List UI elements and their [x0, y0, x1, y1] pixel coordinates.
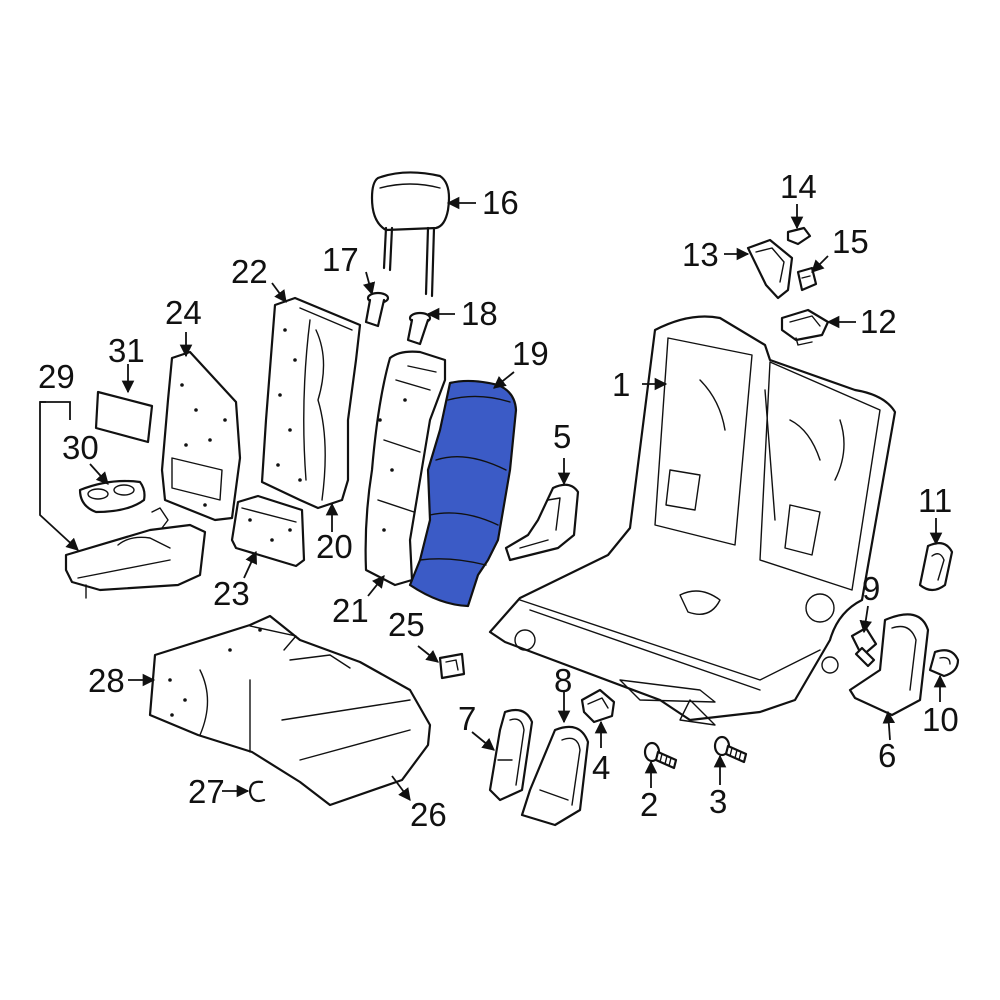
c-clip-part[interactable]: [248, 780, 266, 803]
hinge-bracket-part[interactable]: [504, 483, 580, 562]
side-cover-part[interactable]: [848, 613, 930, 717]
callout-17[interactable]: 17: [322, 241, 359, 278]
callout-28[interactable]: 28: [88, 662, 125, 699]
bolster-part[interactable]: [230, 494, 306, 568]
callout-16[interactable]: 16: [482, 184, 519, 221]
callout-23[interactable]: 23: [213, 575, 250, 612]
leader-lines: [39, 196, 947, 802]
headrest-guide-part-2[interactable]: [406, 311, 432, 346]
callout-1[interactable]: 1: [612, 366, 630, 403]
callout-18[interactable]: 18: [461, 295, 498, 332]
callout-6[interactable]: 6: [878, 737, 896, 774]
callout-5[interactable]: 5: [553, 418, 571, 455]
callout-9[interactable]: 9: [862, 570, 880, 607]
callout-30[interactable]: 30: [62, 429, 99, 466]
callout-7[interactable]: 7: [458, 700, 476, 737]
clip-part[interactable]: [580, 688, 616, 724]
trim-panel-part[interactable]: [94, 390, 154, 444]
callout-13[interactable]: 13: [682, 236, 719, 273]
callout-21[interactable]: 21: [332, 592, 369, 629]
latch-part[interactable]: [780, 308, 830, 346]
callout-22[interactable]: 22: [231, 253, 268, 290]
callout-4[interactable]: 4: [592, 749, 610, 786]
release-lever-part[interactable]: [850, 626, 878, 668]
callout-12[interactable]: 12: [860, 303, 897, 340]
callout-11[interactable]: 11: [918, 482, 952, 519]
callout-14[interactable]: 14: [780, 168, 817, 205]
retainer-clip-part[interactable]: [796, 266, 818, 292]
seat-cushion-part[interactable]: [148, 614, 432, 807]
armrest-part[interactable]: [64, 507, 207, 599]
hinge-cover-part[interactable]: [520, 725, 590, 827]
callout-24[interactable]: 24: [165, 294, 202, 331]
anchor-clip-part[interactable]: [438, 652, 466, 680]
foam-texture: [168, 328, 407, 717]
callout-31[interactable]: 31: [108, 332, 145, 369]
trim-cover-part[interactable]: [488, 708, 534, 802]
callout-20[interactable]: 20: [316, 528, 353, 565]
button-part[interactable]: [786, 226, 812, 246]
callout-29[interactable]: 29: [38, 358, 75, 395]
bolt-part-2[interactable]: [713, 735, 748, 764]
headrest-guide-part[interactable]: [364, 291, 390, 328]
callout-10[interactable]: 10: [922, 701, 959, 738]
cupholder-part[interactable]: [78, 479, 146, 514]
callout-25[interactable]: 25: [388, 606, 425, 643]
back-panel-part[interactable]: [160, 350, 242, 522]
bezel-part[interactable]: [746, 238, 794, 300]
cap-part[interactable]: [928, 649, 960, 678]
callout-3[interactable]: 3: [709, 783, 727, 820]
callout-15[interactable]: 15: [832, 223, 869, 260]
backrest-pad-part[interactable]: [364, 350, 447, 587]
callout-labels: 1 2 3 4 5 6 7 8 9 10 11 12 13 14 15 16 1…: [38, 168, 959, 833]
headrest-part[interactable]: [370, 171, 451, 298]
latch-cover-part[interactable]: [918, 541, 954, 592]
bolt-part[interactable]: [643, 741, 678, 770]
callout-27[interactable]: 27: [188, 773, 225, 810]
callout-26[interactable]: 26: [410, 796, 447, 833]
callout-19[interactable]: 19: [512, 335, 549, 372]
seat-frame-part[interactable]: [488, 315, 897, 726]
callout-2[interactable]: 2: [640, 786, 658, 823]
backrest-foam-part[interactable]: [260, 296, 362, 510]
backrest-cover-part[interactable]: [408, 379, 518, 608]
callout-8[interactable]: 8: [554, 662, 572, 699]
